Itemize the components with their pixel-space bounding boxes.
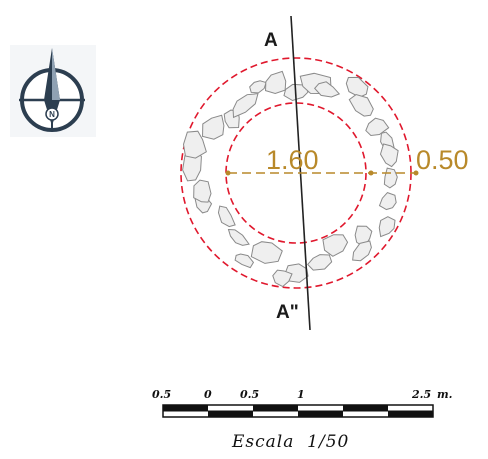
section-label-top: A xyxy=(264,30,278,51)
wall-stone xyxy=(249,80,267,94)
wall-stone xyxy=(234,253,255,269)
wall-stone xyxy=(272,269,293,288)
wall-stone xyxy=(265,70,287,95)
compass-north-letter: N xyxy=(49,110,55,119)
scale-seg-5a xyxy=(343,405,388,411)
scale-seg-6b xyxy=(388,411,433,417)
wall-stone xyxy=(314,81,341,98)
scale-tick-label-5: 2.5 xyxy=(411,388,431,401)
wall-stone xyxy=(378,216,396,238)
scale-bar: 0.5 0 0.5 1 2.5 m. Escala 1/50 xyxy=(152,388,453,452)
scale-seg-2b xyxy=(208,411,253,417)
scale-tick-label-1: 0.5 xyxy=(152,388,171,401)
scale-tick-label-4: 1 xyxy=(297,388,305,401)
inner-wall-outline xyxy=(225,102,367,244)
scale-seg-3a xyxy=(253,405,298,411)
wall-stone xyxy=(307,254,333,271)
wall-stone xyxy=(379,143,399,168)
scale-unit-label: m. xyxy=(437,388,453,401)
compass-needle-highlight xyxy=(52,48,60,100)
wall-stone xyxy=(352,240,372,262)
wall-stone xyxy=(227,229,250,246)
dimension-group: 1.60 0.50 xyxy=(225,145,469,176)
north-arrow-icon: N xyxy=(10,45,96,137)
compass-north-badge xyxy=(45,107,59,121)
scale-seg-4b xyxy=(298,411,343,417)
wall-stone xyxy=(322,234,349,257)
scale-tick-label-2: 0 xyxy=(204,388,212,401)
wall-stone xyxy=(250,241,283,264)
wall-stone xyxy=(217,205,236,228)
inner-diameter-label: 1.60 xyxy=(266,145,319,175)
section-label-bottom: A" xyxy=(276,302,299,323)
wall-stone xyxy=(365,117,390,137)
wall-stone xyxy=(383,167,398,189)
scale-tick-label-3: 0.5 xyxy=(240,388,259,401)
dimension-tick-start xyxy=(225,170,231,176)
dimension-tick-middle xyxy=(368,170,374,176)
wall-stone xyxy=(193,179,212,203)
wall-thickness-label: 0.50 xyxy=(416,145,469,175)
wall-stone xyxy=(202,114,225,140)
wall-stone xyxy=(182,130,207,159)
wall-stone xyxy=(348,94,374,117)
dimension-tick-end xyxy=(413,170,419,176)
scale-seg-1a xyxy=(163,405,208,411)
wall-stone xyxy=(232,93,259,119)
wall-stone xyxy=(378,192,397,211)
scale-title: Escala 1/50 xyxy=(231,432,349,452)
